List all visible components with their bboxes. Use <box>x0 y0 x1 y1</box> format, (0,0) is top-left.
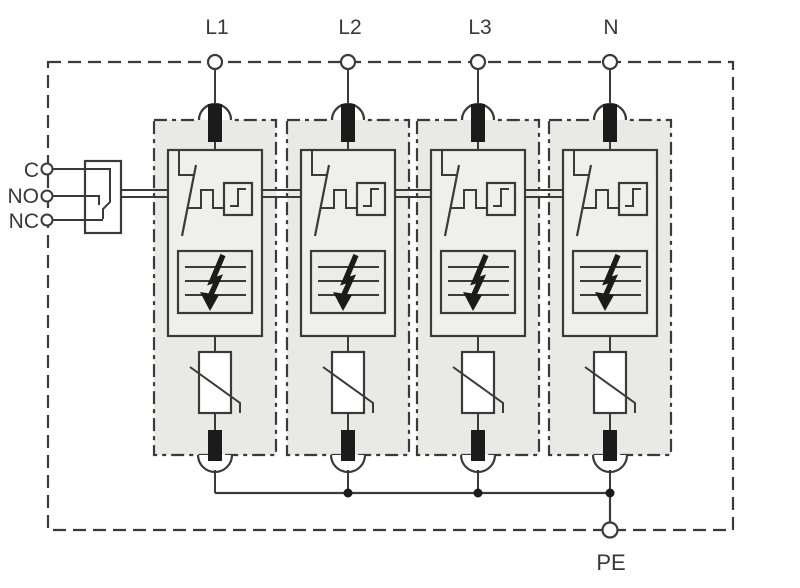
terminal-label-nc: NC <box>9 210 39 233</box>
terminal-circle-no <box>40 189 54 203</box>
terminal-circle-nc <box>40 213 54 227</box>
contact-no-path <box>53 195 100 205</box>
terminal-circle-n <box>601 53 619 71</box>
terminal-circle-l1 <box>206 53 224 71</box>
junction-dot <box>605 488 615 498</box>
labels: L1 L2 L3 N PE C NO NC <box>8 16 626 575</box>
terminal-label-n: N <box>603 16 618 39</box>
terminal-circle-l3 <box>469 53 487 71</box>
contact-common-path <box>53 168 111 219</box>
terminal-label-l3: L3 <box>468 16 491 39</box>
terminal-label-l1: L1 <box>205 16 228 39</box>
terminal-circle-c <box>40 162 54 176</box>
junction-dot <box>473 488 483 498</box>
signal-bus-lines <box>121 189 564 198</box>
device-boundary <box>46 60 735 532</box>
module-n <box>549 69 671 493</box>
pe-terminal-circle <box>601 521 619 539</box>
earth-bus <box>215 488 619 539</box>
module-l3 <box>417 69 539 493</box>
remote-contact-assembly <box>40 159 123 235</box>
junction-dot <box>343 488 353 498</box>
terminal-label-pe: PE <box>596 550 625 575</box>
terminal-label-l2: L2 <box>338 16 361 39</box>
terminal-label-c: C <box>24 159 39 182</box>
terminal-label-no: NO <box>8 185 40 208</box>
phase-terminals <box>206 53 619 71</box>
module-l2 <box>287 69 409 493</box>
terminal-circle-l2 <box>339 53 357 71</box>
module-l1 <box>154 69 276 493</box>
